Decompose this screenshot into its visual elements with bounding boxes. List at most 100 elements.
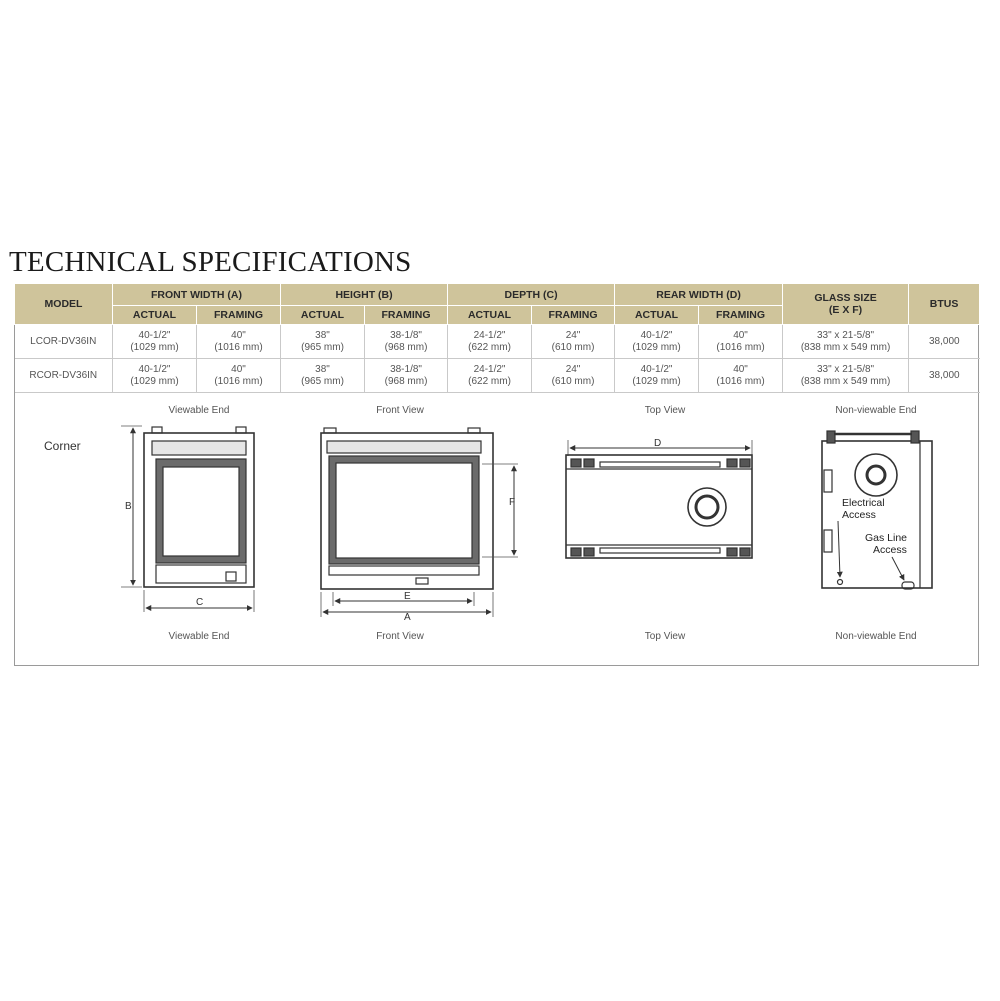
col-header-btus: BTUS: [908, 283, 981, 325]
cell-metric: (1016 mm): [214, 375, 263, 387]
model-cell: RCOR-DV36IN: [14, 358, 113, 393]
cell-metric: (1029 mm): [632, 341, 681, 353]
sub-header-actual: ACTUAL: [280, 305, 366, 325]
view-label-front-view-bottom: Front View: [376, 631, 424, 642]
cell-metric: (622 mm): [468, 375, 511, 387]
dim-d-label: D: [654, 438, 661, 449]
dim-a-label: A: [404, 612, 411, 623]
cell-imperial: 24": [565, 329, 581, 341]
header-row-groups: MODEL FRONT WIDTH (A) HEIGHT (B) DEPTH (…: [14, 283, 981, 325]
cell-imperial: 33" x 21-5/8": [816, 363, 875, 375]
corner-row-label: Corner: [44, 439, 81, 453]
cell-metric: (968 mm): [384, 341, 428, 353]
top-view-drawing: [565, 454, 753, 559]
table-cell: 33" x 21-5/8"(838 mm x 549 mm): [782, 358, 910, 393]
dimension-a: A: [320, 592, 494, 623]
dim-b-label: B: [125, 501, 132, 512]
table-cell: 24"(610 mm): [531, 358, 616, 393]
col-header-rear-width: REAR WIDTH (D): [614, 283, 784, 306]
view-label-viewable-end-top: Viewable End: [168, 405, 230, 416]
glass-header-line1: GLASS SIZE: [814, 292, 877, 304]
cell-metric: (1029 mm): [632, 375, 681, 387]
col-header-height: HEIGHT (B): [280, 283, 449, 306]
table-row: RCOR-DV36IN 40-1/2"(1029 mm) 40"(1016 mm…: [14, 358, 980, 393]
table-cell: 38-1/8"(968 mm): [364, 358, 449, 393]
cell-metric: (838 mm x 549 mm): [800, 341, 891, 353]
view-label-front-view-top: Front View: [376, 405, 424, 416]
svg-text:Access: Access: [873, 544, 907, 556]
svg-text:Gas Line: Gas Line: [865, 532, 907, 544]
table-cell: 40-1/2"(1029 mm): [614, 324, 700, 359]
header-row-sub: ACTUAL FRAMING ACTUAL FRAMING ACTUAL FRA…: [15, 305, 980, 325]
viewable-end-drawing: [143, 426, 255, 588]
table-cell: 40"(1016 mm): [698, 358, 784, 393]
cell-metric: (1029 mm): [130, 341, 179, 353]
table-cell: 40"(1016 mm): [196, 324, 282, 359]
cell-imperial: 24": [565, 363, 581, 375]
btus-cell: 38,000: [908, 324, 980, 359]
front-view-drawing: [320, 427, 494, 590]
gas-line-access-callout: Gas Line Access: [865, 532, 907, 581]
btus-cell: 38,000: [908, 358, 980, 393]
table-cell: 38"(965 mm): [280, 358, 366, 393]
cell-imperial: 40": [231, 363, 246, 375]
electrical-access-callout: Electrical Access: [836, 497, 885, 578]
sub-header-framing: FRAMING: [364, 305, 449, 325]
table-cell: 40-1/2"(1029 mm): [614, 358, 700, 393]
glass-header-line2: (E X F): [828, 304, 863, 316]
col-header-model: MODEL: [14, 283, 113, 325]
table-cell: 38-1/8"(968 mm): [364, 324, 449, 359]
cell-metric: (610 mm): [551, 341, 595, 353]
cell-imperial: 40-1/2": [640, 329, 673, 341]
cell-imperial: 40-1/2": [138, 329, 171, 341]
table-row: LCOR-DV36IN 40-1/2"(1029 mm) 40"(1016 mm…: [14, 324, 980, 359]
svg-text:Electrical: Electrical: [842, 497, 885, 509]
model-cell: LCOR-DV36IN: [14, 324, 113, 359]
view-label-top-view-bottom: Top View: [644, 631, 686, 642]
table-cell: 24-1/2"(622 mm): [447, 358, 533, 393]
view-label-nonviewable-end-bottom: Non-viewable End: [835, 631, 917, 642]
cell-imperial: 38-1/8": [390, 329, 422, 341]
sub-header-actual: ACTUAL: [447, 305, 533, 325]
dim-e-label: E: [404, 591, 411, 602]
table-cell: 24"(610 mm): [531, 324, 616, 359]
table-cell: 40"(1016 mm): [196, 358, 282, 393]
cell-metric: (968 mm): [384, 375, 428, 387]
svg-text:Access: Access: [842, 509, 876, 521]
col-header-depth: DEPTH (C): [447, 283, 616, 306]
view-label-top-view-top: Top View: [644, 405, 686, 416]
cell-metric: (1029 mm): [130, 375, 179, 387]
view-label-nonviewable-end-top: Non-viewable End: [835, 405, 917, 416]
dimension-d: D: [567, 438, 753, 456]
cell-metric: (610 mm): [551, 375, 595, 387]
nonviewable-end-drawing: [821, 430, 933, 590]
sub-header-actual: ACTUAL: [112, 305, 197, 325]
dimension-f: F: [482, 463, 518, 558]
dimension-b: B: [121, 425, 142, 588]
table-cell: 24-1/2"(622 mm): [447, 324, 533, 359]
dim-c-label: C: [196, 597, 203, 608]
sub-header-framing: FRAMING: [698, 305, 784, 325]
sub-header-framing: FRAMING: [195, 305, 282, 325]
spec-table: MODEL FRONT WIDTH (A) HEIGHT (B) DEPTH (…: [14, 283, 981, 393]
cell-imperial: 40": [231, 329, 246, 341]
cell-imperial: 40-1/2": [640, 363, 673, 375]
page-title: TECHNICAL SPECIFICATIONS: [9, 246, 412, 278]
dimension-e: E: [332, 591, 475, 606]
sub-header-actual: ACTUAL: [614, 305, 700, 325]
cell-imperial: 40": [733, 363, 748, 375]
cell-metric: (1016 mm): [716, 375, 765, 387]
cell-metric: (965 mm): [301, 341, 344, 353]
cell-metric: (1016 mm): [716, 341, 765, 353]
cell-imperial: 24-1/2": [473, 329, 506, 341]
col-header-glass-size: GLASS SIZE (E X F): [782, 283, 910, 325]
table-cell: 40"(1016 mm): [698, 324, 784, 359]
cell-metric: (622 mm): [468, 341, 511, 353]
cell-imperial: 38": [315, 363, 330, 375]
dimension-c: C: [143, 590, 255, 612]
cell-imperial: 38": [315, 329, 330, 341]
col-header-front-width: FRONT WIDTH (A): [111, 283, 282, 306]
cell-metric: (965 mm): [301, 375, 344, 387]
cell-imperial: 40": [733, 329, 748, 341]
